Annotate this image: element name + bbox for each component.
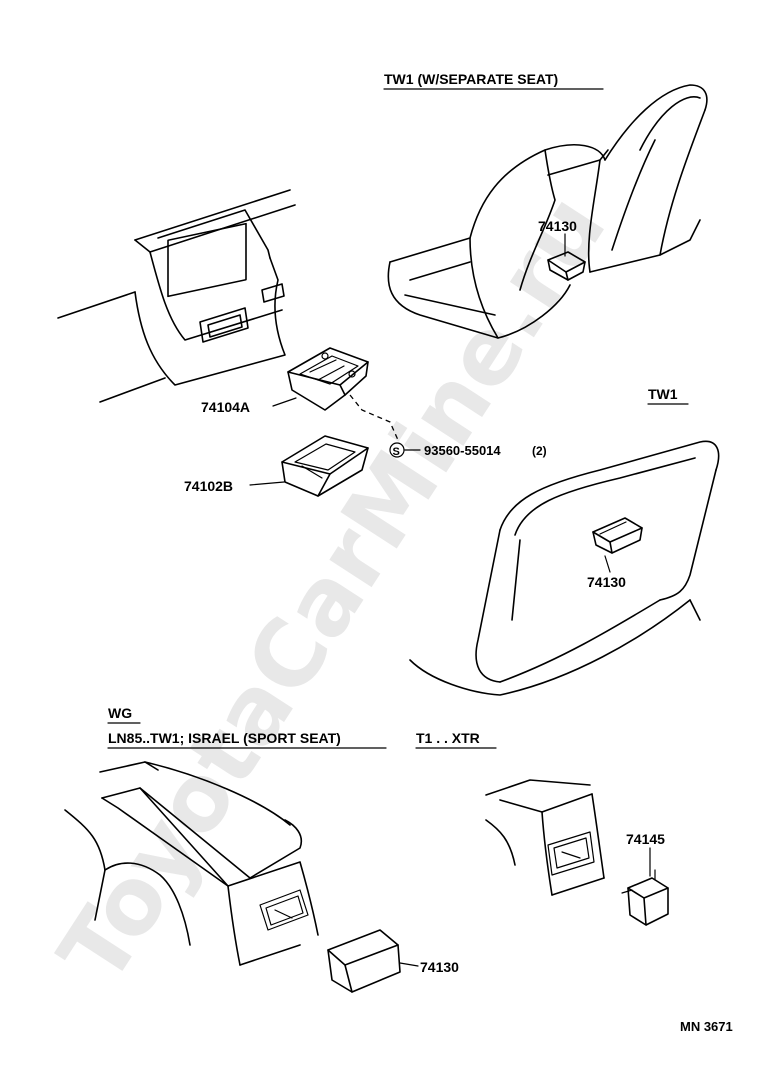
part-label-93560: 93560-55014 [424,443,501,458]
part-label-93560-qty: (2) [532,444,547,458]
tw1-panel-illustration [409,440,720,696]
sport-seat-console-illustration [64,761,319,966]
part-label-74130-panel: 74130 [587,574,626,590]
header-wg: WG [108,705,132,721]
bracket-74104a [287,347,369,411]
t1-xtr-console-illustration [485,779,605,896]
ashtray-74130-seat [547,251,586,281]
part-label-74130-console: 74130 [420,959,459,975]
leader-74104a [272,397,297,407]
separate-seat-illustration [387,84,708,339]
ashtray-74130-console [327,929,401,993]
header-tw1: TW1 [648,386,678,402]
header-sport-seat: LN85..TW1; ISRAEL (SPORT SEAT) [108,730,341,746]
part-label-74104a: 74104A [201,399,250,415]
header-t1-xtr: T1 . . XTR [416,730,480,746]
leader-74102b [249,481,285,486]
part-label-74130-seat: 74130 [538,218,577,234]
watermark: ToyotaCarMine.ru [39,177,627,1002]
screw-symbol-circle [389,442,405,458]
part-label-74102b: 74102B [184,478,233,494]
screw-leader-dashed [349,394,399,441]
ashtray-74102b [281,435,369,497]
part-label-74145: 74145 [626,831,665,847]
cover-74145 [621,869,669,926]
screw-symbol: S [393,446,400,458]
footer-code: MN 3671 [680,1019,733,1034]
header-separate-seat: TW1 (W/SEPARATE SEAT) [384,71,558,87]
ashtray-74130-panel [592,517,643,554]
leader-74130-console [399,962,419,967]
center-console-illustration [57,189,296,403]
leader-74130-panel [604,555,611,573]
